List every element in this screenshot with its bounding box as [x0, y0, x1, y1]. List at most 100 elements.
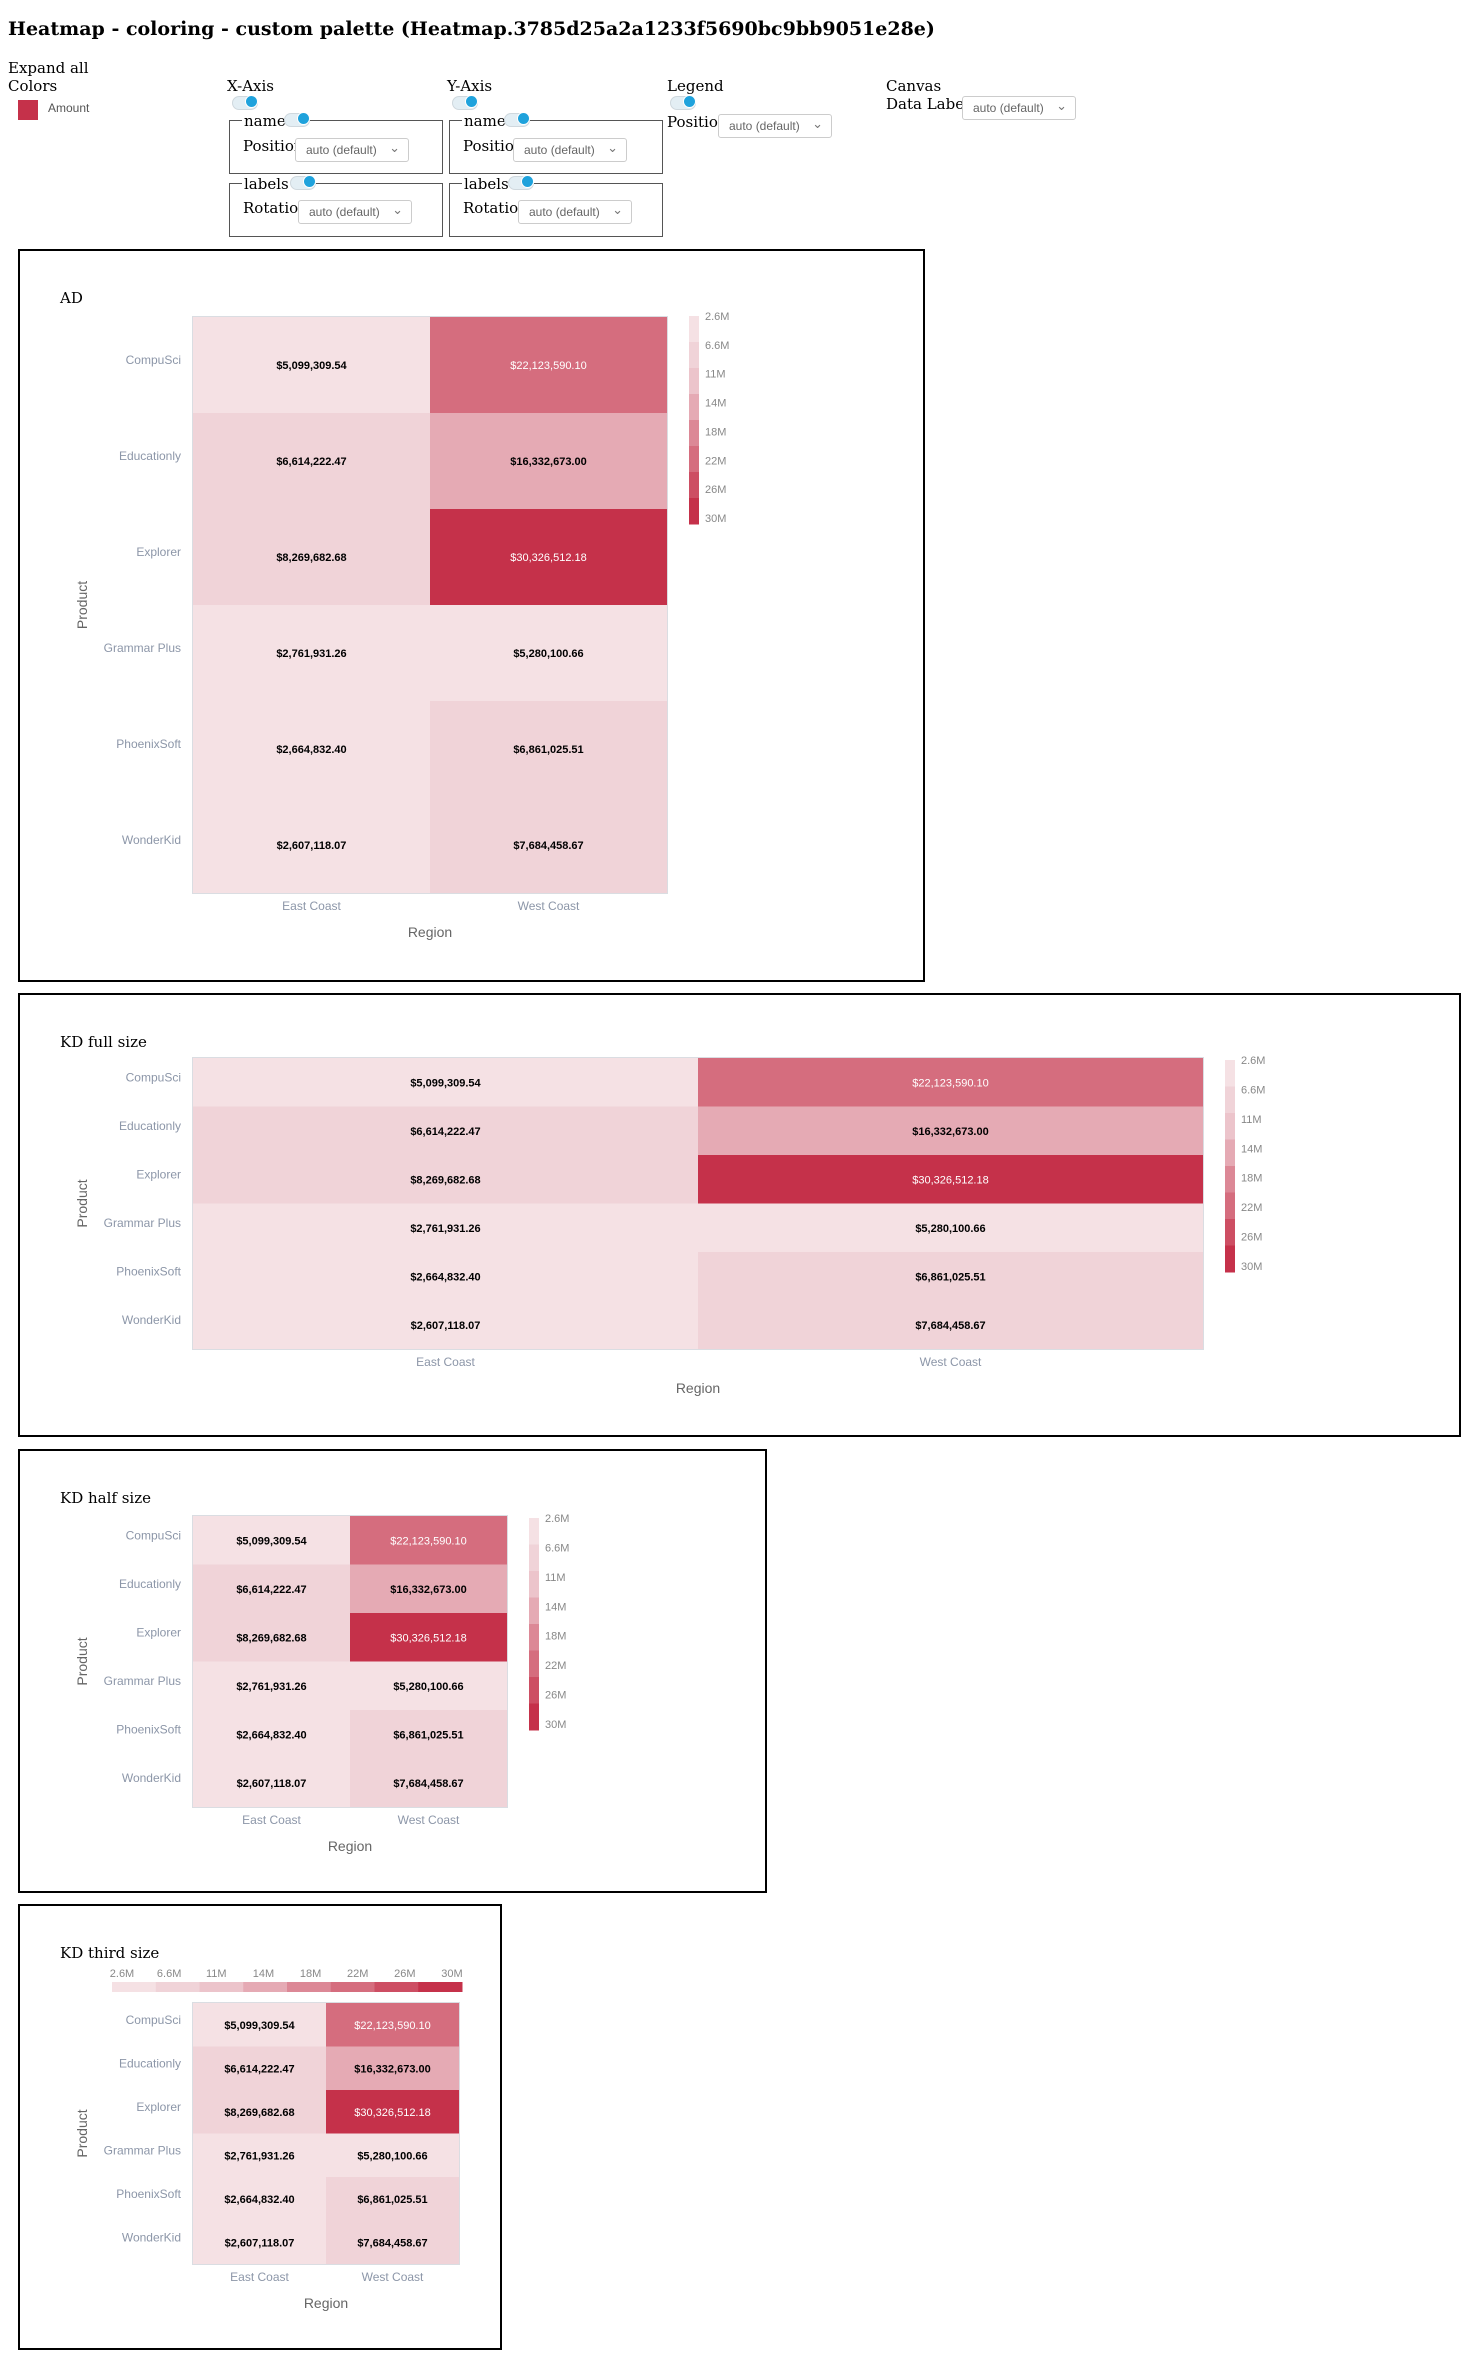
heatmap-svg: $5,099,309.54$22,123,590.10$6,614,222.47… [74, 311, 729, 940]
legend-tick-label: 6.6M [705, 340, 729, 352]
heatmap-cell [350, 1661, 507, 1710]
legend-swatch [529, 1650, 539, 1678]
select-value: auto (default) [524, 143, 595, 157]
legend-swatch [689, 342, 699, 369]
legend-tick-label: 26M [705, 484, 726, 496]
heatmap-cell [193, 1203, 698, 1252]
heatmap-cell [193, 2133, 326, 2177]
legend-tick-label: 22M [705, 455, 726, 467]
heatmap-cell [350, 1516, 507, 1565]
legend-tick-label: 18M [300, 1968, 321, 1980]
legend-swatch [330, 1982, 375, 1992]
legend-swatch [529, 1624, 539, 1651]
page-title: Heatmap - coloring - custom palette (Hea… [8, 18, 935, 40]
x-axis-labels-toggle[interactable] [290, 175, 316, 190]
x-tick-label: West Coast [518, 899, 580, 913]
legend-swatch [529, 1597, 539, 1625]
heatmap-cell [326, 2133, 459, 2177]
legend-swatch [529, 1544, 539, 1572]
chevron-down-icon: ⌄ [392, 202, 403, 217]
canvas-data-labels-label: Data Labels [886, 95, 977, 113]
data-label: $8,269,682.68 [224, 2107, 294, 2119]
canvas-data-labels-select[interactable]: auto (default)⌄ [962, 96, 1076, 120]
x-axis-labels-group [229, 183, 443, 237]
x-axis-name-position-select[interactable]: auto (default)⌄ [295, 138, 409, 162]
select-value: auto (default) [973, 101, 1044, 115]
heatmap-cell [326, 2046, 459, 2090]
x-axis-heading: X-Axis [227, 77, 274, 95]
chart-title: KD full size [60, 1033, 147, 1051]
y-tick-label: WonderKid [122, 2230, 181, 2244]
heatmap-cell [193, 413, 430, 509]
legend-tick-label: 30M [545, 1719, 566, 1731]
heatmap-card-ad: AD $5,099,309.54$22,123,590.10$6,614,222… [18, 249, 925, 982]
x-tick-label: West Coast [362, 2270, 424, 2284]
amount-color-swatch[interactable] [18, 100, 38, 120]
y-tick-label: WonderKid [122, 833, 181, 847]
y-tick-label: CompuSci [126, 353, 181, 367]
data-label: $2,664,832.40 [236, 1729, 306, 1741]
select-value: auto (default) [529, 205, 600, 219]
x-axis-labels-rotation-select[interactable]: auto (default) ⌄ [298, 200, 412, 224]
data-label: $6,861,025.51 [513, 744, 583, 756]
colors-heading: Colors [8, 77, 58, 95]
heatmap-cell [193, 1155, 698, 1204]
legend-swatch [112, 1982, 157, 1992]
heatmap-cell [193, 1661, 350, 1710]
y-tick-label: Educationly [119, 2056, 181, 2070]
y-axis-labels-rotation-label: Rotation [463, 199, 528, 217]
y-tick-label: Explorer [136, 545, 181, 559]
data-label: $6,861,025.51 [393, 1729, 463, 1741]
heatmap-cell [193, 2046, 326, 2090]
legend-swatch [199, 1982, 244, 1992]
heatmap-cell [326, 2177, 459, 2221]
legend-tick-label: 2.6M [110, 1968, 134, 1980]
y-axis-name-toggle[interactable] [504, 112, 530, 127]
chart-title: AD [60, 289, 83, 307]
y-axis-toggle[interactable] [452, 95, 478, 110]
data-label: $30,326,512.18 [912, 1174, 988, 1186]
data-label: $5,099,309.54 [236, 1535, 307, 1547]
data-label: $2,607,118.07 [411, 1320, 481, 1332]
y-axis-name-position-select[interactable]: auto (default)⌄ [513, 138, 627, 162]
x-axis-name-toggle[interactable] [284, 112, 310, 127]
expand-all-link[interactable]: Expand all [8, 59, 89, 77]
select-value: auto (default) [309, 205, 380, 219]
legend-tick-label: 6.6M [157, 1968, 181, 1980]
data-label: $5,099,309.54 [276, 360, 347, 372]
legend-tick-label: 26M [1241, 1232, 1262, 1244]
data-label: $8,269,682.68 [276, 552, 346, 564]
legend-tick-label: 11M [705, 369, 726, 381]
legend-toggle[interactable] [670, 95, 696, 110]
legend-swatch [1225, 1192, 1235, 1220]
x-tick-label: East Coast [230, 2270, 289, 2284]
data-label: $2,664,832.40 [410, 1271, 480, 1283]
x-axis-name-position-label: Position [243, 137, 304, 155]
y-axis-name-group [449, 120, 663, 174]
heatmap-cell [350, 1758, 507, 1807]
data-label: $5,099,309.54 [224, 2020, 295, 2032]
x-axis-title: Region [676, 1380, 720, 1396]
data-label: $2,761,931.26 [224, 2150, 294, 2162]
data-label: $6,614,222.47 [224, 2063, 294, 2075]
y-axis-labels-rotation-select[interactable]: auto (default)⌄ [518, 200, 632, 224]
data-label: $5,280,100.66 [513, 648, 583, 660]
canvas-heading: Canvas [886, 77, 942, 95]
toggle-knob [517, 112, 530, 125]
heatmap-cell [193, 1758, 350, 1807]
toggle-knob [683, 95, 696, 108]
y-tick-label: Educationly [119, 449, 181, 463]
legend-position-select[interactable]: auto (default)⌄ [718, 114, 832, 138]
legend-swatch [689, 498, 699, 525]
legend-tick-label: 18M [1241, 1173, 1262, 1185]
amount-color-label: Amount [48, 101, 90, 115]
y-tick-label: Grammar Plus [104, 641, 181, 655]
x-axis-title: Region [304, 2295, 348, 2311]
y-tick-label: WonderKid [122, 1771, 181, 1785]
y-axis-title: Product [74, 1637, 90, 1685]
heatmap-card-kd-half: KD half size $5,099,309.54$22,123,590.10… [18, 1449, 767, 1893]
y-tick-label: Explorer [136, 1167, 181, 1181]
x-axis-toggle[interactable] [232, 95, 258, 110]
plot-frame [192, 1515, 508, 1808]
y-axis-labels-toggle[interactable] [508, 175, 534, 190]
